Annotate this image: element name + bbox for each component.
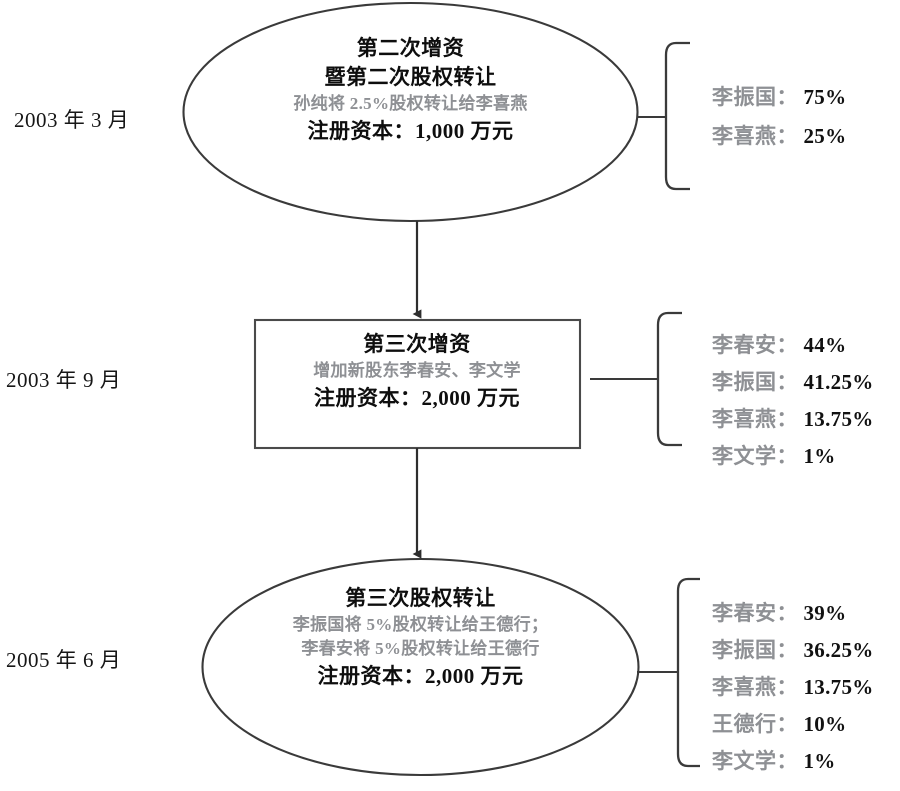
stage-3-node-text: 第三次股权转让 李振国将 5%股权转让给王德行； 李春安将 5%股权转让给王德行…	[213, 584, 628, 691]
shareholder-percent: 1%	[803, 444, 836, 468]
stage-3-subtitle-line-1: 李振国将 5%股权转让给王德行；	[292, 614, 549, 634]
stage-1-title-line-2: 暨第二次股权转让	[324, 64, 497, 89]
shareholder-percent: 1%	[803, 749, 836, 773]
shareholder-name: 李文学	[712, 749, 777, 773]
shareholder-percent: 13.75%	[803, 675, 874, 699]
stage-2-shareholder-list: 李春安：44%李振国：41.25%李喜燕：13.75%李文学：1%	[712, 335, 874, 483]
shareholder-row: 李振国：75%	[712, 87, 846, 126]
shareholder-colon: ：	[776, 407, 798, 431]
shareholder-name: 李春安	[712, 601, 777, 625]
stage-1-ellipse	[182, 1, 639, 223]
shareholder-row: 李振国：36.25%	[712, 640, 874, 677]
stage-3-date-label: 2005 年 6 月	[6, 648, 122, 672]
shareholder-colon: ：	[776, 124, 798, 148]
shareholder-percent: 44%	[803, 333, 847, 357]
shareholder-name: 李振国	[712, 370, 777, 394]
stage-3-shareholder-list: 李春安：39%李振国：36.25%李喜燕：13.75%王德行：10%李文学：1%	[712, 603, 874, 788]
shareholder-row: 李春安：39%	[712, 603, 874, 640]
stage-1-date-label: 2003 年 3 月	[14, 108, 130, 132]
shareholder-percent: 75%	[803, 85, 847, 109]
shareholder-row: 李春安：44%	[712, 335, 874, 372]
stage-2-rectangle	[253, 318, 582, 450]
shareholder-row: 王德行：10%	[712, 714, 874, 751]
shareholder-percent: 10%	[803, 712, 847, 736]
stage-2-node-text: 第三次增资 增加新股东李春安、李文学 注册资本：2,000 万元	[254, 330, 580, 413]
stage-1-title-line-1: 第二次增资	[356, 36, 465, 60]
stage-1-node-text: 第二次增资 暨第二次股权转让 孙纯将 2.5%股权转让给李喜燕 注册资本：1,0…	[223, 34, 598, 146]
shareholder-percent: 25%	[803, 124, 847, 148]
shareholder-colon: ：	[776, 444, 798, 468]
shareholder-name: 王德行	[712, 712, 777, 736]
stage-3-brace	[676, 577, 700, 768]
shareholder-row: 李喜燕：25%	[712, 126, 846, 165]
shareholder-name: 李春安	[712, 333, 777, 357]
shareholder-colon: ：	[776, 370, 798, 394]
shareholder-row: 李文学：1%	[712, 446, 874, 483]
shareholder-row: 李文学：1%	[712, 751, 874, 788]
shareholder-percent: 36.25%	[803, 638, 874, 662]
shareholder-row: 李喜燕：13.75%	[712, 677, 874, 714]
stage-3-capital: 注册资本：2,000 万元	[317, 663, 524, 688]
stage-1-subtitle-line-1: 孙纯将 2.5%股权转让给李喜燕	[293, 93, 528, 113]
shareholder-colon: ：	[776, 675, 798, 699]
shareholder-name: 李振国	[712, 85, 777, 109]
stage-2-title-line-1: 第三次增资	[363, 332, 471, 356]
shareholder-percent: 13.75%	[803, 407, 874, 431]
shareholder-percent: 41.25%	[803, 370, 874, 394]
shareholder-name: 李喜燕	[712, 675, 777, 699]
stage-3-subtitle-line-2: 李春安将 5%股权转让给王德行	[301, 638, 540, 658]
shareholder-colon: ：	[776, 601, 798, 625]
stage-1-capital: 注册资本：1,000 万元	[307, 118, 514, 143]
shareholder-name: 李喜燕	[712, 407, 777, 431]
stage-2-capital: 注册资本：2,000 万元	[314, 385, 520, 410]
shareholder-colon: ：	[776, 333, 798, 357]
stage-2-subtitle-line-1: 增加新股东李春安、李文学	[313, 360, 521, 380]
shareholder-name: 李振国	[712, 638, 777, 662]
shareholder-colon: ：	[776, 85, 798, 109]
stage-2-date-label: 2003 年 9 月	[6, 368, 122, 392]
stage-1-shareholder-list: 李振国：75%李喜燕：25%	[712, 87, 846, 165]
shareholder-colon: ：	[776, 638, 798, 662]
shareholder-colon: ：	[776, 712, 798, 736]
shareholder-name: 李文学	[712, 444, 777, 468]
shareholder-name: 李喜燕	[712, 124, 777, 148]
shareholder-colon: ：	[776, 749, 798, 773]
stage-2-brace	[656, 311, 682, 447]
stage-1-brace	[664, 41, 690, 191]
shareholder-row: 李喜燕：13.75%	[712, 409, 874, 446]
shareholder-percent: 39%	[803, 601, 847, 625]
stage-3-ellipse	[201, 557, 640, 777]
shareholder-row: 李振国：41.25%	[712, 372, 874, 409]
stage-3-title-line-1: 第三次股权转让	[345, 586, 496, 610]
